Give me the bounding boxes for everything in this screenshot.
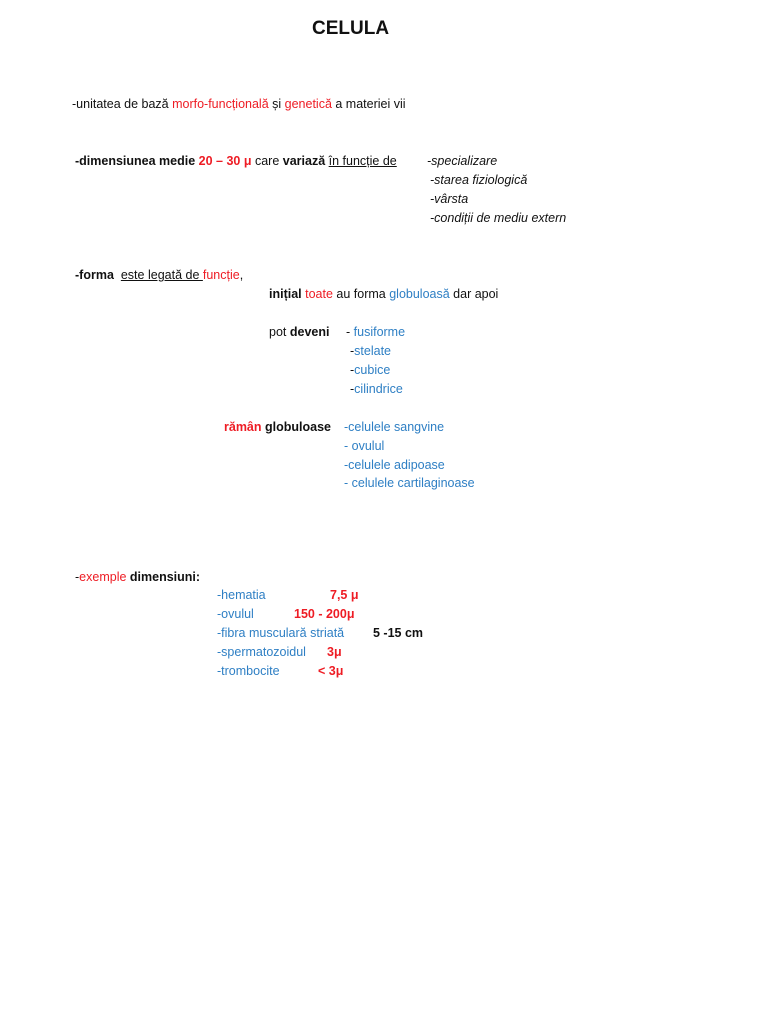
example-name: -fibra musculară striată: [217, 626, 345, 640]
dimension-line: -dimensiunea medie 20 – 30 μ care variaz…: [75, 154, 397, 168]
example-name: -hematia: [217, 588, 266, 602]
remain-item: - celulele cartilaginoase: [344, 476, 475, 490]
examples-header: -exemple dimensiuni:: [75, 570, 201, 584]
become-item: -stelate: [350, 344, 392, 358]
example-value: 7,5 μ: [330, 588, 359, 602]
remain-header: rămân globuloase: [224, 420, 331, 434]
form-line: -forma este legată de funcție,: [75, 268, 244, 282]
term-functie: funcție: [202, 268, 240, 282]
page-title: CELULA: [312, 18, 390, 39]
remain-item: -celulele sangvine: [344, 420, 445, 434]
example-value: 5 -15 cm: [373, 626, 424, 640]
dimension-value: 20 – 30 μ: [198, 154, 252, 168]
become-header: pot deveni: [269, 325, 330, 339]
example-name: -spermatozoidul: [217, 645, 306, 659]
term-morfo-functionala: morfo-funcțională: [172, 97, 269, 111]
become-item: - fusiforme: [346, 325, 406, 339]
definition-line: -unitatea de bază morfo-funcțională și g…: [72, 97, 406, 111]
term-genetica: genetică: [284, 97, 332, 111]
factor-item: -vârsta: [430, 192, 469, 206]
initial-line: inițial toate au forma globuloasă dar ap…: [269, 287, 499, 301]
example-name: -ovulul: [217, 607, 254, 621]
factor-item: -specializare: [427, 154, 498, 168]
example-value: 3μ: [327, 645, 342, 659]
remain-item: - ovulul: [344, 439, 385, 453]
factor-item: -condiții de mediu extern: [430, 211, 567, 225]
example-name: -trombocite: [217, 664, 280, 678]
become-item: -cubice: [350, 363, 391, 377]
remain-item: -celulele adipoase: [344, 458, 445, 472]
become-item: -cilindrice: [350, 382, 403, 396]
factor-item: -starea fiziologică: [430, 173, 528, 187]
example-value: < 3μ: [318, 664, 344, 678]
example-value: 150 - 200μ: [294, 607, 355, 621]
